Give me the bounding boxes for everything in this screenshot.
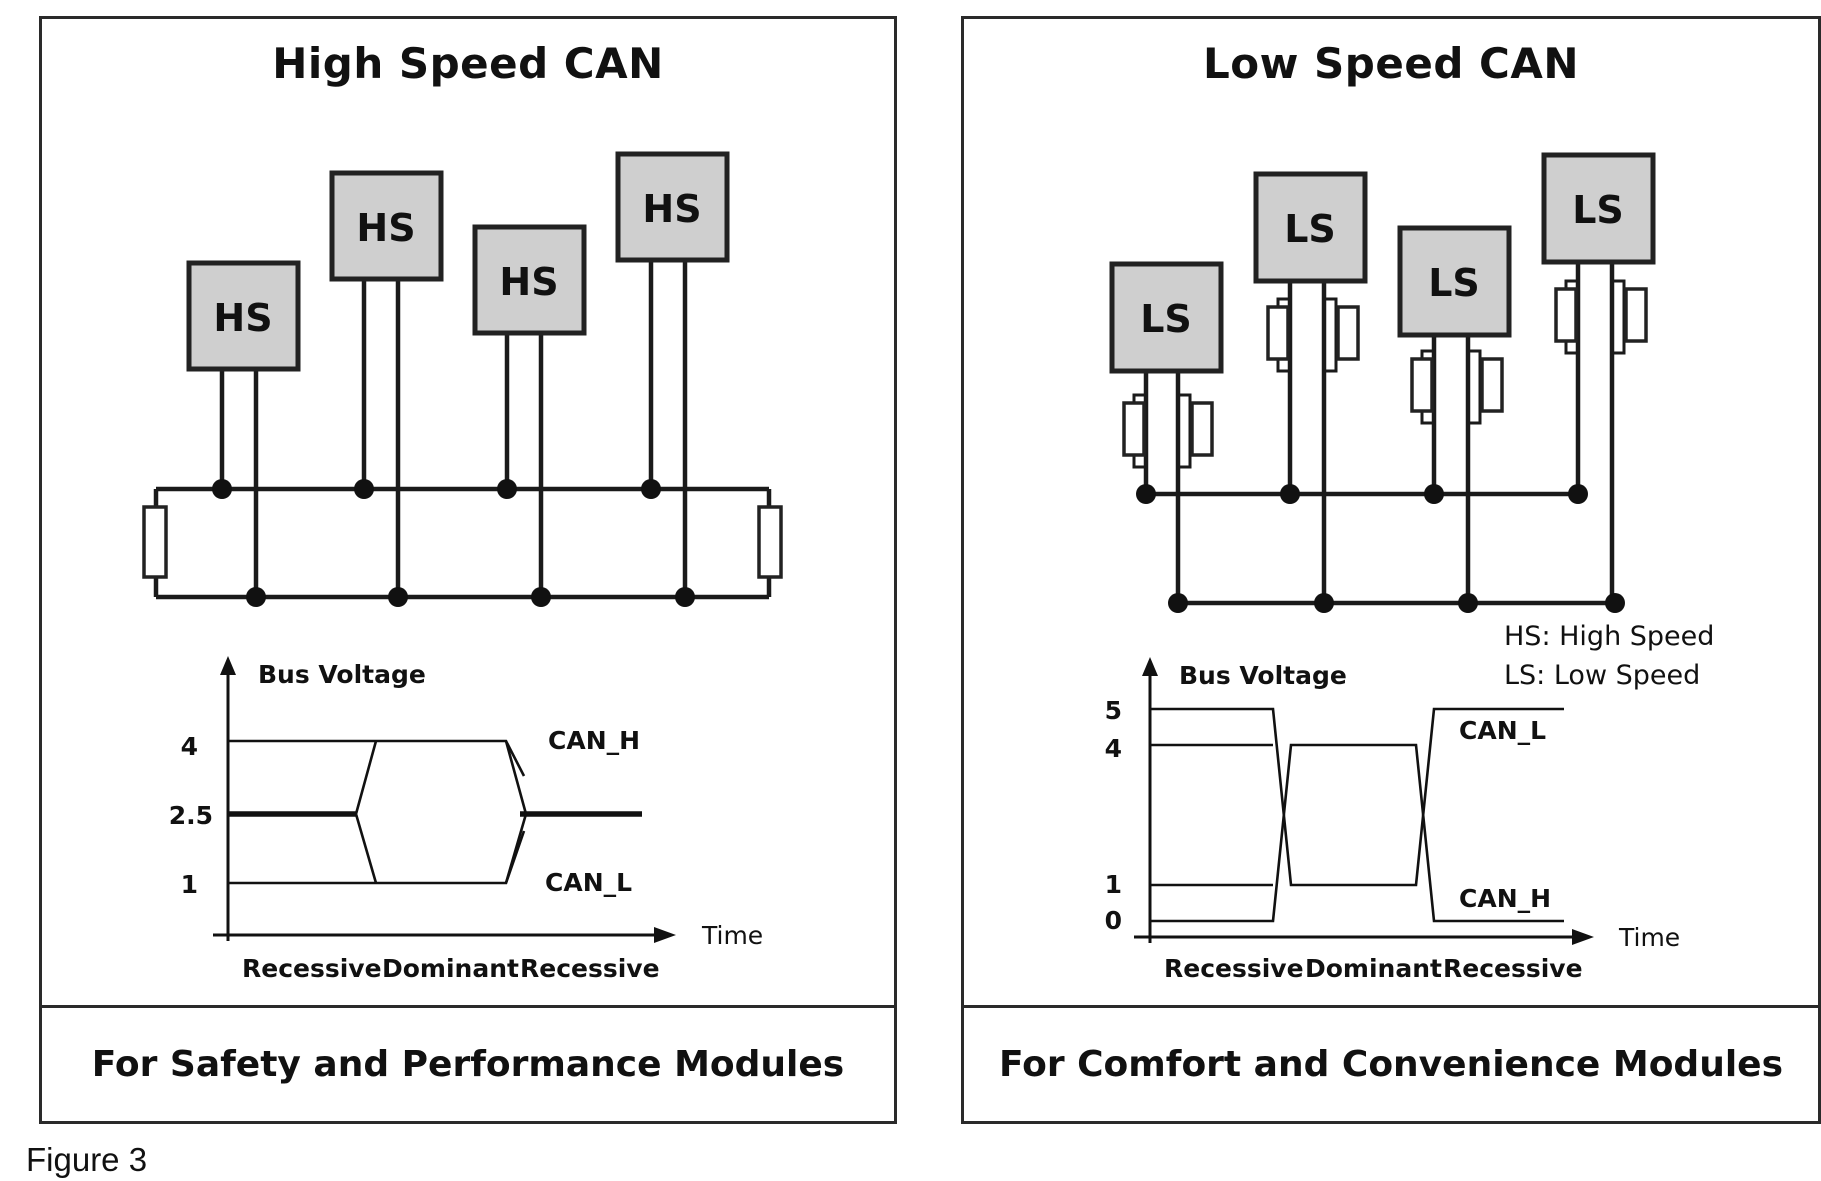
legend-ls: LS: Low Speed	[1504, 660, 1700, 691]
y-tick-1: 1	[181, 870, 198, 899]
ls-node-resistors	[1122, 279, 1648, 469]
junction-dot	[641, 479, 661, 499]
hs-node-label: HS	[499, 260, 558, 304]
ls-voltage-chart: Bus Voltage Time 5 4 1 0 CAN_L CAN_H Rec…	[1105, 657, 1680, 983]
junction-dot	[1605, 593, 1625, 613]
low-speed-can-panel: Low Speed CAN	[961, 16, 1821, 1124]
junction-dot	[1168, 593, 1188, 613]
high-speed-can-title: High Speed CAN	[272, 39, 664, 88]
low-speed-can-diagram: LS LS LS LS HS: High Speed LS: Low Speed…	[1105, 152, 1714, 983]
junction-dot	[675, 587, 695, 607]
junction-dot	[1136, 484, 1156, 504]
junction-dot	[1280, 484, 1300, 504]
node-4-stubs	[648, 256, 688, 597]
y-tick-5: 5	[1105, 696, 1122, 725]
node-3-stubs	[504, 329, 544, 597]
can-h-recessive-top	[228, 739, 526, 777]
phase-dominant: Dominant	[1305, 954, 1442, 983]
junction-dot	[212, 479, 232, 499]
ls-node-2-stubs	[1287, 277, 1327, 603]
low-speed-can-title: Low Speed CAN	[1203, 39, 1579, 88]
y-tick-1: 1	[1105, 870, 1122, 899]
ls-node-3-stubs	[1431, 329, 1471, 603]
phase-recessive-1: Recessive	[242, 954, 382, 983]
junction-dot	[388, 587, 408, 607]
right-termination-resistor	[757, 505, 783, 579]
ls-node-2: LS	[1253, 171, 1368, 284]
ls-node-label: LS	[1284, 207, 1336, 251]
phase-dominant: Dominant	[382, 954, 519, 983]
junction-dot	[354, 479, 374, 499]
junction-dot	[1568, 484, 1588, 504]
legend-hs: HS: High Speed	[1504, 621, 1714, 652]
recessive-reference-lines	[1150, 743, 1273, 887]
node-2-stubs	[361, 275, 401, 597]
figure-caption: Figure 3	[26, 1141, 148, 1178]
phase-recessive-2: Recessive	[1443, 954, 1583, 983]
junction-dot	[246, 587, 266, 607]
hs-node-label: HS	[642, 187, 701, 231]
phase-recessive-2: Recessive	[520, 954, 660, 983]
y-axis-arrow	[1142, 657, 1158, 676]
hs-node-label: HS	[213, 296, 272, 340]
y-axis-label: Bus Voltage	[258, 660, 426, 689]
ls-node-3: LS	[1397, 225, 1512, 338]
low-speed-can-footer: For Comfort and Convenience Modules	[964, 1005, 1818, 1121]
ls-node-label: LS	[1572, 188, 1624, 232]
node-1-stubs	[219, 367, 259, 597]
transition-edges	[354, 740, 528, 884]
ls-node-4: LS	[1541, 152, 1656, 265]
junction-dot	[1458, 593, 1478, 613]
ls-node-4-stubs	[1575, 259, 1615, 603]
high-speed-can-footer: For Safety and Performance Modules	[42, 1005, 894, 1121]
high-speed-can-diagram: HS HS HS HS Bus Voltage Time 4 2.5 1	[142, 151, 783, 983]
can-h-waveform	[1150, 743, 1564, 923]
hs-node-3: HS	[472, 224, 587, 336]
left-termination-resistor	[142, 505, 168, 579]
can-h-label: CAN_H	[548, 726, 640, 755]
y-tick-2-5: 2.5	[169, 801, 213, 830]
y-tick-4: 4	[181, 732, 198, 761]
x-axis-arrow	[1572, 929, 1594, 945]
junction-dot	[497, 479, 517, 499]
y-tick-4: 4	[1105, 734, 1122, 763]
can-h-label: CAN_H	[1459, 884, 1551, 913]
y-tick-0: 0	[1105, 906, 1122, 935]
x-axis-label: Time	[701, 921, 763, 950]
x-axis-arrow	[654, 927, 676, 943]
ls-node-1: LS	[1109, 261, 1224, 374]
can-l-label: CAN_L	[1459, 716, 1546, 745]
y-axis-label: Bus Voltage	[1179, 661, 1347, 690]
high-speed-can-panel: High Speed CAN HS HS	[39, 16, 897, 1124]
hs-node-label: HS	[356, 206, 415, 250]
junction-dot	[1424, 484, 1444, 504]
phase-recessive-1: Recessive	[1164, 954, 1304, 983]
can-l-recessive-bottom	[228, 830, 526, 885]
hs-node-4: HS	[615, 151, 730, 263]
y-axis-arrow	[220, 656, 236, 675]
hs-node-2: HS	[329, 170, 444, 282]
ls-node-label: LS	[1428, 261, 1480, 305]
x-axis-label: Time	[1618, 923, 1680, 952]
junction-dot	[531, 587, 551, 607]
hs-node-1: HS	[186, 260, 301, 372]
ls-node-label: LS	[1140, 297, 1192, 341]
ls-node-1-stubs	[1143, 369, 1181, 603]
junction-dot	[1314, 593, 1334, 613]
can-l-label: CAN_L	[545, 868, 632, 897]
can-l-waveform	[1150, 707, 1564, 887]
hs-voltage-chart: Bus Voltage Time 4 2.5 1 CAN_H CAN_L Rec…	[169, 656, 763, 983]
